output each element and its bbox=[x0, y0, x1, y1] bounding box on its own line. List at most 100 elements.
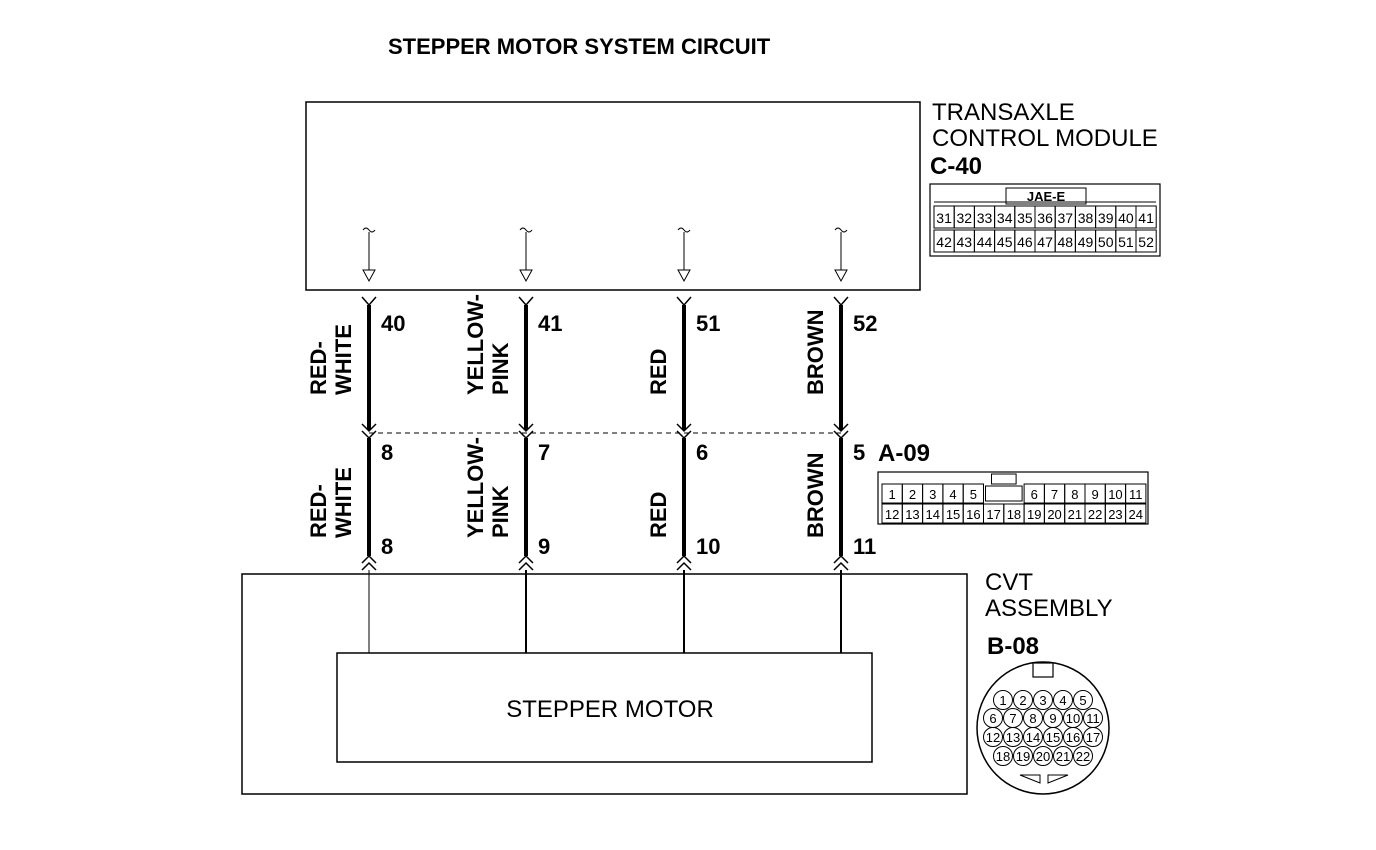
cvt-name-line2: ASSEMBLY bbox=[985, 595, 1113, 622]
wire-color-label: WHITE bbox=[331, 324, 356, 395]
a09-pin-label: 23 bbox=[1108, 507, 1122, 522]
c40-pin-label: 38 bbox=[1078, 210, 1094, 226]
c40-pin-label: 39 bbox=[1098, 210, 1114, 226]
connector-fork bbox=[676, 296, 692, 307]
a09-pin-label: 19 bbox=[1027, 507, 1041, 522]
a09-pin-label: 9 bbox=[1092, 487, 1099, 502]
b08-pin-label: 20 bbox=[1036, 749, 1050, 764]
a09-pin-label: 8 bbox=[1071, 487, 1078, 502]
c40-pin-label: 46 bbox=[1017, 234, 1033, 250]
a09-pin-label: 22 bbox=[1088, 507, 1102, 522]
wire-color-label: BROWN bbox=[803, 452, 828, 538]
tcm-name-line2: CONTROL MODULE bbox=[932, 125, 1158, 152]
c40-pin-label: 36 bbox=[1037, 210, 1053, 226]
c40-pin-label: 48 bbox=[1058, 234, 1074, 250]
c40-pin-label: 34 bbox=[997, 210, 1013, 226]
tcm-terminal-mark bbox=[362, 227, 376, 233]
b08-pin-label: 10 bbox=[1066, 711, 1080, 726]
a09-pin-label: 21 bbox=[1068, 507, 1082, 522]
tcm-name-line1: TRANSAXLE bbox=[932, 99, 1075, 126]
b08-pin bbox=[993, 690, 1013, 710]
cvt-name-line1: CVT bbox=[985, 569, 1033, 596]
tcm-pin-number: 52 bbox=[853, 311, 877, 336]
b08-pin-label: 9 bbox=[1049, 711, 1056, 726]
b08-pin bbox=[1073, 690, 1093, 710]
a09-cell bbox=[1125, 503, 1147, 524]
b08-pin bbox=[1033, 746, 1053, 766]
b08-pin bbox=[1083, 727, 1103, 747]
a09-pin-number: 8 bbox=[381, 440, 393, 465]
tcm-terminal-mark bbox=[677, 227, 691, 233]
c40-pin-label: 32 bbox=[957, 210, 973, 226]
cvt-connector-id: B-08 bbox=[987, 633, 1039, 660]
wire-color-label: RED- bbox=[306, 484, 331, 538]
b08-pin-label: 18 bbox=[996, 749, 1010, 764]
c40-pin-label: 49 bbox=[1078, 234, 1094, 250]
tcm-pin-number: 51 bbox=[696, 311, 720, 336]
b08-pin bbox=[1043, 727, 1063, 747]
wire-color-label: YELLOW- bbox=[463, 437, 488, 538]
tcm-box bbox=[305, 101, 921, 291]
a09-pin-label: 24 bbox=[1129, 507, 1143, 522]
a09-pin-label: 2 bbox=[909, 487, 916, 502]
a09-pin-label: 17 bbox=[986, 507, 1000, 522]
b08-pin-label: 4 bbox=[1059, 693, 1066, 708]
a09-pin-label: 3 bbox=[929, 487, 936, 502]
a09-cell bbox=[962, 483, 985, 504]
c40-cell bbox=[1135, 205, 1157, 229]
tcm-terminal-arrow bbox=[362, 269, 376, 283]
c40-pin-label: 31 bbox=[936, 210, 952, 226]
c40-pin-label: 43 bbox=[957, 234, 973, 250]
a09-pin-label: 15 bbox=[946, 507, 960, 522]
b08-pin-label: 16 bbox=[1066, 730, 1080, 745]
a09-pin-label: 16 bbox=[966, 507, 980, 522]
a09-pin-label: 11 bbox=[1129, 487, 1143, 502]
connector-fork bbox=[361, 296, 377, 307]
tcm-terminal-arrow bbox=[519, 269, 533, 283]
c40-pin-label: 52 bbox=[1138, 234, 1154, 250]
diagram-title: STEPPER MOTOR SYSTEM CIRCUIT bbox=[388, 34, 771, 59]
b08-pin-number: 9 bbox=[538, 534, 550, 559]
wire-color-label: YELLOW- bbox=[463, 294, 488, 395]
tcm-terminal-arrow bbox=[677, 269, 691, 283]
wire-color-label: WHITE bbox=[331, 467, 356, 538]
c40-pin-label: 40 bbox=[1118, 210, 1134, 226]
c40-pin-label: 41 bbox=[1138, 210, 1154, 226]
a09-pin-label: 18 bbox=[1007, 507, 1021, 522]
c40-pin-label: 35 bbox=[1017, 210, 1033, 226]
b08-pin-label: 1 bbox=[999, 693, 1006, 708]
b08-pin bbox=[1013, 690, 1033, 710]
connector-fork bbox=[833, 296, 849, 307]
tcm-terminal-mark bbox=[519, 227, 533, 233]
a09-pin-label: 13 bbox=[905, 507, 919, 522]
b08-pin bbox=[1053, 746, 1073, 766]
b08-pin-label: 15 bbox=[1046, 730, 1060, 745]
a09-pin-label: 14 bbox=[926, 507, 940, 522]
stepper-motor-box bbox=[336, 652, 873, 763]
b08-pin-label: 2 bbox=[1019, 693, 1026, 708]
b08-pin-number: 8 bbox=[381, 534, 393, 559]
c40-pin-label: 45 bbox=[997, 234, 1013, 250]
a09-pin-label: 4 bbox=[949, 487, 956, 502]
b08-pin bbox=[983, 727, 1003, 747]
tcm-connector-id: C-40 bbox=[930, 153, 982, 180]
cvt-connector-chevron bbox=[361, 554, 377, 571]
stepper-motor-label: STEPPER MOTOR bbox=[506, 696, 714, 723]
tcm-pin-number: 40 bbox=[381, 311, 405, 336]
tcm-connector-tag: JAE-E bbox=[1027, 189, 1066, 204]
wire-harness: 4088RED-WHITERED-WHITE4179YELLOW-PINKYEL… bbox=[306, 294, 877, 653]
a09-pin-label: 5 bbox=[970, 487, 977, 502]
b08-pin bbox=[1063, 727, 1083, 747]
b08-pin bbox=[1073, 746, 1093, 766]
b08-pin-label: 13 bbox=[1006, 730, 1020, 745]
b08-pin-label: 14 bbox=[1026, 730, 1040, 745]
a09-pin-label: 20 bbox=[1047, 507, 1061, 522]
a09-pin-label: 12 bbox=[885, 507, 899, 522]
a09-pin-label: 6 bbox=[1031, 487, 1038, 502]
b08-pin-label: 17 bbox=[1086, 730, 1100, 745]
c40-pin-label: 51 bbox=[1118, 234, 1134, 250]
cvt-connector-chevron bbox=[833, 554, 849, 571]
